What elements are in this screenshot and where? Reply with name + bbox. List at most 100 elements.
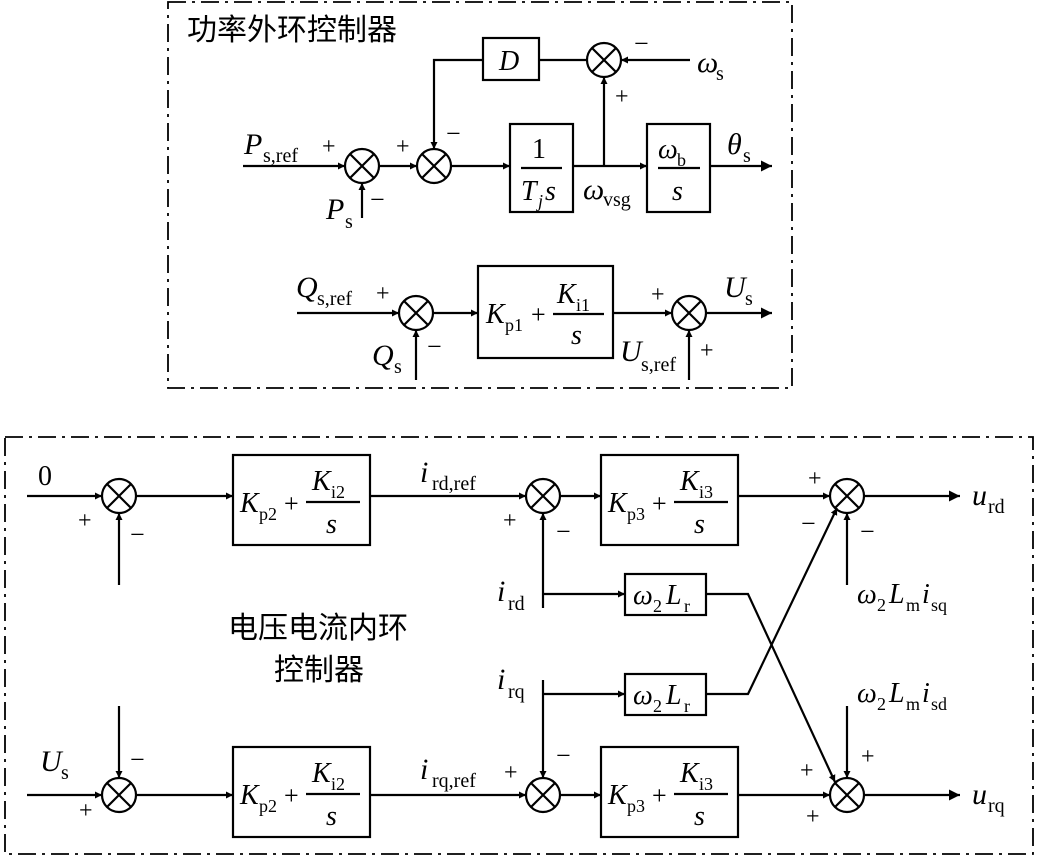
power-loop: D ω s − + P s,ref + P s − + − 1 T j s ω … — [243, 29, 772, 380]
sign-plus: + — [615, 84, 629, 110]
sum-junction-1 — [100, 477, 138, 515]
svg-text:+: + — [652, 781, 667, 810]
irq-ref-sub: rq,ref — [432, 770, 476, 792]
ird-label: i — [497, 575, 505, 608]
svg-text:p2: p2 — [259, 504, 277, 524]
omega-s-sub: s — [716, 63, 724, 85]
theta-sub: s — [743, 145, 751, 167]
u-ref-sub: s,ref — [641, 354, 676, 376]
sign-plus: + — [504, 760, 518, 786]
sum-junction-3 — [828, 477, 866, 515]
damping-label: D — [498, 46, 519, 77]
svg-text:i: i — [922, 678, 930, 709]
svg-text:ω: ω — [857, 579, 877, 610]
svg-text:+: + — [284, 781, 299, 810]
inertia-t-sub: j — [536, 191, 543, 211]
pi-text-kp2-top: K p2 + K i2 s — [239, 466, 360, 540]
u-s-sub: s — [745, 288, 753, 310]
power-loop-frame — [167, 1, 793, 389]
u-s-label: U — [724, 271, 748, 304]
us-input-label: U — [40, 745, 64, 778]
sign-plus: + — [376, 281, 390, 307]
svg-text:L: L — [665, 680, 682, 711]
sign-plus: + — [806, 804, 820, 830]
sign-minus: − — [130, 520, 145, 549]
sign-plus: + — [322, 134, 336, 160]
sign-plus: + — [79, 798, 93, 824]
omega2-lm-isq-label: ω 2 L m i sq — [857, 579, 947, 615]
us-input-sub: s — [61, 762, 69, 784]
ki1-sub: i1 — [576, 295, 590, 315]
inner-loop-title-line2: 控制器 — [274, 653, 364, 688]
svg-text:K: K — [679, 466, 700, 497]
q-ref-sub: s,ref — [317, 288, 352, 310]
integrator-s: s — [672, 176, 683, 207]
sign-minus: − — [427, 332, 442, 361]
svg-text:ω: ω — [857, 678, 877, 709]
ki1-k: K — [556, 279, 577, 310]
svg-text:i3: i3 — [699, 482, 713, 502]
sign-plus: + — [396, 134, 410, 160]
svg-text:K: K — [607, 488, 628, 519]
sign-plus: + — [651, 282, 665, 308]
omega-b-sub: b — [677, 150, 686, 170]
pi-text-kp2-bottom: K p2 + K i2 s — [239, 758, 360, 832]
svg-text:K: K — [607, 780, 628, 811]
sign-minus: − — [634, 29, 649, 58]
inner-loop-title-line1: 电压电流内环 — [228, 611, 408, 646]
omega-vsg-label: ω — [583, 173, 604, 206]
inner-loop: 电压电流内环 控制器 — [27, 453, 1005, 839]
irq-ref-label: i — [420, 753, 428, 786]
pi-text-kp3-top: K p3 + K i3 s — [607, 466, 728, 540]
sign-minus: − — [556, 517, 571, 546]
sum-junction-5 — [524, 776, 562, 814]
pi-block-kp2-bottom — [231, 745, 372, 839]
svg-text:p3: p3 — [627, 796, 645, 816]
inertia-s: s — [545, 176, 556, 207]
inner-loop-frame — [4, 436, 1034, 855]
sum-junction-u — [670, 294, 708, 332]
sign-minus: − — [446, 119, 461, 148]
urd-sub: rd — [988, 496, 1005, 518]
ki1-s: s — [571, 320, 582, 351]
pi-block-kp2-top — [231, 453, 372, 547]
svg-text:p2: p2 — [259, 796, 277, 816]
inertia-t: T — [521, 176, 539, 207]
svg-text:i2: i2 — [331, 482, 345, 502]
svg-text:p3: p3 — [627, 504, 645, 524]
sum-junction-q — [397, 294, 435, 332]
sum-junction-6 — [828, 776, 866, 814]
reactive-pi-block — [476, 264, 615, 360]
p-ref-label: P — [243, 128, 262, 161]
sum-junction-p — [343, 147, 381, 185]
svg-text:2: 2 — [877, 694, 886, 714]
sign-minus: − — [801, 509, 816, 538]
svg-text:i3: i3 — [699, 774, 713, 794]
sign-minus: − — [130, 745, 145, 774]
svg-text:m: m — [906, 694, 920, 714]
svg-text:K: K — [679, 758, 700, 789]
irq-label: i — [497, 663, 505, 696]
q-s-label: Q — [372, 339, 394, 372]
pi-block-kp3-top — [599, 453, 740, 547]
svg-text:L: L — [888, 678, 905, 709]
urq-sub: rq — [988, 795, 1005, 817]
svg-text:sq: sq — [931, 595, 947, 615]
inertia-block — [508, 122, 575, 214]
irq-sub: rq — [508, 681, 525, 703]
sign-plus: + — [78, 508, 92, 534]
svg-text:ω: ω — [633, 580, 653, 611]
svg-text:L: L — [665, 580, 682, 611]
ird-sub: rd — [508, 593, 525, 615]
sum-junction-4 — [100, 776, 138, 814]
ird-ref-sub: rd,ref — [432, 473, 476, 495]
ird-ref-label: i — [420, 456, 428, 489]
damping-block — [481, 36, 541, 82]
omega-s-label: ω — [697, 46, 718, 79]
svg-text:K: K — [239, 780, 260, 811]
svg-text:r: r — [684, 596, 690, 616]
svg-text:ω: ω — [633, 680, 653, 711]
power-loop-title: 功率外环控制器 — [187, 13, 397, 48]
zero-input-label: 0 — [38, 461, 52, 492]
